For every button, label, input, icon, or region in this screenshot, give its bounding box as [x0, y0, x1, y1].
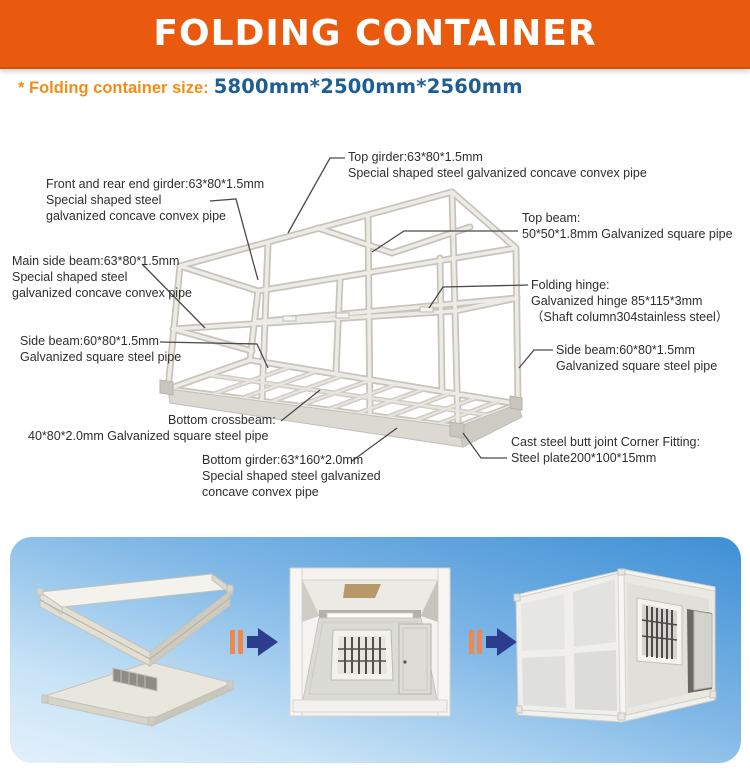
label-bottom-girder: Bottom girder:63*160*2.0mm Special shape… — [202, 453, 381, 499]
folded-container-photo — [36, 573, 234, 727]
label-folding-hinge: Folding hinge: Galvanized hinge 85*115*3… — [531, 278, 729, 324]
steel-frame — [159, 192, 523, 448]
frame-diagram-illustration — [141, 157, 553, 462]
label-side-beam-left: Side beam:60*80*1.5mm Galvanized square … — [20, 334, 182, 364]
half-unfolded-container-photo — [289, 567, 451, 717]
folding-process-panel — [10, 537, 741, 763]
label-top-beam: Top beam: 50*50*1.8mm Galvanized square … — [522, 211, 733, 241]
size-value: 5800mm*2500mm*2560mm — [213, 75, 523, 98]
right-arrow-icon — [469, 628, 517, 656]
label-front-rear-end-girder: Front and rear end girder:63*80*1.5mm Sp… — [46, 177, 265, 223]
page-title: FOLDING CONTAINER — [153, 13, 597, 54]
assembled-container-photo — [513, 568, 717, 723]
label-corner-fitting: Cast steel butt joint Corner Fitting: St… — [511, 435, 700, 465]
size-line: * Folding container size: 5800mm*2500mm*… — [18, 75, 523, 98]
label-side-beam-right: Side beam:60*80*1.5mm Galvanized square … — [556, 343, 718, 373]
label-bottom-crossbeam-line2: 40*80*2.0mm Galvanized square steel pipe — [28, 429, 269, 443]
right-arrow-icon — [230, 628, 278, 656]
size-label: * Folding container size: — [18, 79, 209, 97]
leader-lines — [141, 157, 553, 462]
label-top-girder: Top girder:63*80*1.5mm Special shaped st… — [348, 150, 647, 180]
label-bottom-crossbeam-line1: Bottom crossbeam: — [168, 413, 276, 427]
header-banner: FOLDING CONTAINER — [0, 0, 750, 69]
label-main-side-beam: Main side beam:63*80*1.5mm Special shape… — [12, 254, 192, 300]
